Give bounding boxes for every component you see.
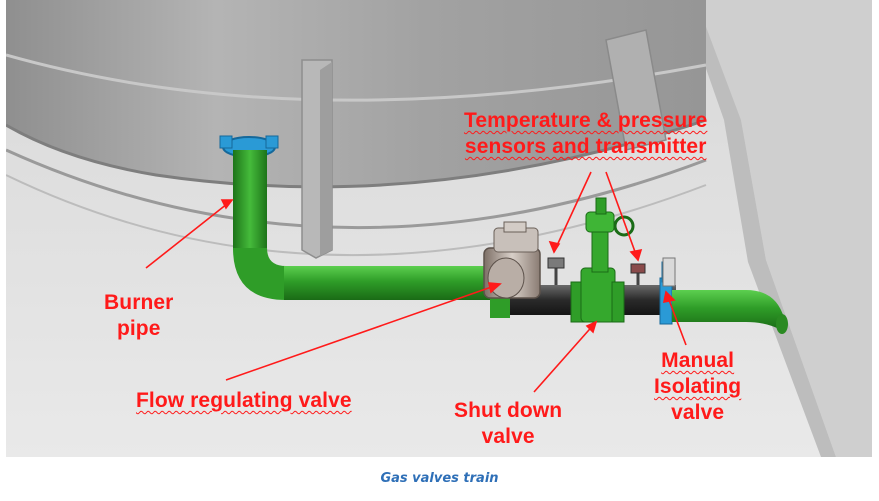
tank-support-leg-side: [320, 62, 332, 256]
shutdown-valve-top: [595, 197, 607, 215]
tank-support-bracket: [605, 29, 667, 151]
wall-edge: [682, 0, 836, 457]
figure-caption: Gas valves train: [380, 471, 499, 486]
arrowhead-flow-regulating-valve: [487, 282, 502, 294]
label-temperature-pressure-line-1: Temperature & pressure: [464, 109, 708, 132]
pressure-sensor: [630, 263, 646, 274]
actuator-cap: [503, 221, 527, 233]
handwheel: [613, 215, 635, 237]
arrowhead-shut-down-valve: [585, 320, 598, 334]
tank-base-ring: [6, 148, 707, 229]
gas-valves-train-diagram: Temperature & pressure sensors and trans…: [6, 0, 872, 457]
shutdown-valve-stem: [591, 227, 609, 273]
label-flow-regulating-valve-text: Flow regulating valve: [136, 389, 352, 412]
label-flow-regulating-valve: Flow regulating valve: [136, 388, 352, 414]
label-temperature-pressure-line-2: sensors and transmitter: [464, 135, 707, 158]
burner-pipe-bend: [233, 248, 286, 300]
label-temperature-pressure-sensors: Temperature & pressure sensors and trans…: [464, 108, 707, 160]
callout-arrows: [145, 171, 687, 393]
label-shut-down-line-1: Shut down: [454, 399, 563, 422]
tank-shell: [6, 0, 706, 187]
outlet-pipe-end: [776, 314, 788, 334]
shutdown-valve-body: [580, 267, 616, 323]
actuator-face: [487, 257, 525, 299]
label-burner-pipe-line-2: pipe: [116, 317, 161, 340]
label-manual-line-2: Isolating: [654, 375, 742, 398]
label-manual-line-3: valve: [671, 401, 725, 424]
arrow-temperature-sensor: [553, 171, 592, 253]
temperature-sensor: [547, 257, 565, 269]
label-manual-isolating-valve: Manual Isolating valve: [654, 348, 741, 426]
flange-bolt-left: [219, 135, 233, 149]
flange-bolt-right: [265, 135, 279, 149]
arrowhead-pressure-sensor: [629, 248, 643, 262]
concrete-wall: [696, 0, 872, 457]
arrow-burner-pipe: [145, 199, 233, 269]
arrow-pressure-sensor: [605, 171, 639, 261]
isolating-valve-handle: [662, 257, 676, 287]
burner-pipe-vertical: [233, 150, 267, 250]
label-burner-pipe-line-1: Burner: [104, 291, 174, 314]
arrowhead-burner-pipe: [220, 199, 234, 210]
label-manual-line-1: Manual: [661, 349, 735, 372]
arrow-flow-regulating-valve: [225, 283, 501, 381]
label-shut-down-valve: Shut down valve: [454, 398, 562, 450]
arrowhead-manual-isolating-valve: [662, 290, 676, 304]
label-shut-down-line-2: valve: [481, 425, 535, 448]
burner-pipe-horizontal: [284, 266, 504, 300]
plant-illustration: [6, 0, 872, 457]
label-burner-pipe: Burner pipe: [104, 290, 173, 342]
outlet-pipe: [672, 290, 784, 330]
shutdown-valve-bonnet: [585, 211, 615, 233]
shutdown-flange-right: [611, 281, 625, 323]
arrow-shut-down-valve: [533, 321, 597, 393]
arrowhead-temperature-sensor: [548, 240, 561, 254]
